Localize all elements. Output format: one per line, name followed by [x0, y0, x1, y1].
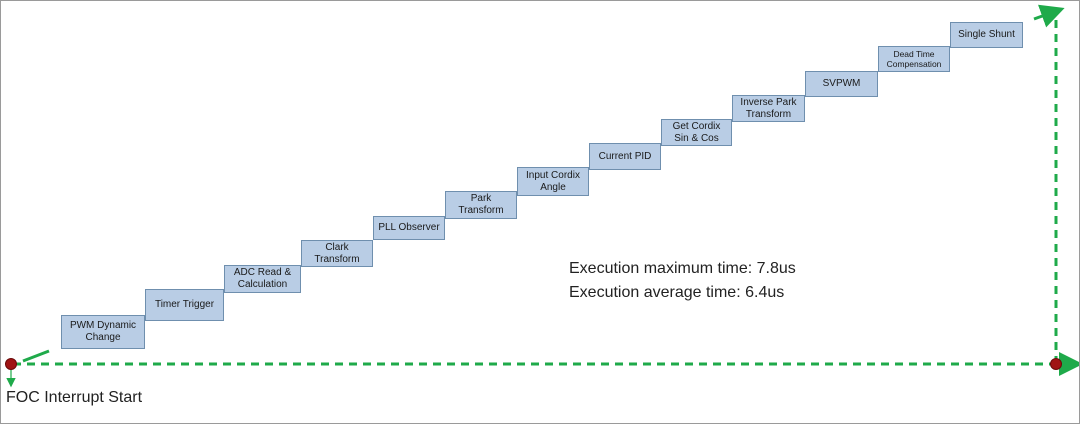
start-arrow	[22, 349, 50, 363]
start-marker-icon	[5, 358, 17, 370]
step-current-pid: Current PID	[589, 143, 661, 170]
end-marker-icon	[1050, 358, 1062, 370]
end-arrow	[1033, 4, 1065, 28]
step-dead-time-compensation: Dead Time Compensation	[878, 46, 950, 72]
max-time-text: Execution maximum time: 7.8us	[569, 260, 796, 277]
avg-time-text: Execution average time: 6.4us	[569, 284, 785, 301]
step-pwm-dynamic-change: PWM Dynamic Change	[61, 315, 145, 349]
step-park-transform: Park Transform	[445, 191, 517, 219]
step-single-shunt: Single Shunt	[950, 22, 1023, 48]
execution-stats: Execution maximum time: 7.8us Execution …	[569, 257, 796, 305]
step-svpwm: SVPWM	[805, 71, 878, 97]
step-inverse-park-transform: Inverse Park Transform	[732, 95, 805, 122]
step-pll-observer: PLL Observer	[373, 216, 445, 240]
step-adc-read-calculation: ADC Read & Calculation	[224, 265, 301, 293]
step-timer-trigger: Timer Trigger	[145, 289, 224, 321]
step-clark-transform: Clark Transform	[301, 240, 373, 267]
step-input-cordix-angle: Input Cordix Angle	[517, 167, 589, 196]
step-get-cordix-sin-cos: Get Cordix Sin & Cos	[661, 119, 732, 146]
start-label: FOC Interrupt Start	[6, 389, 143, 406]
